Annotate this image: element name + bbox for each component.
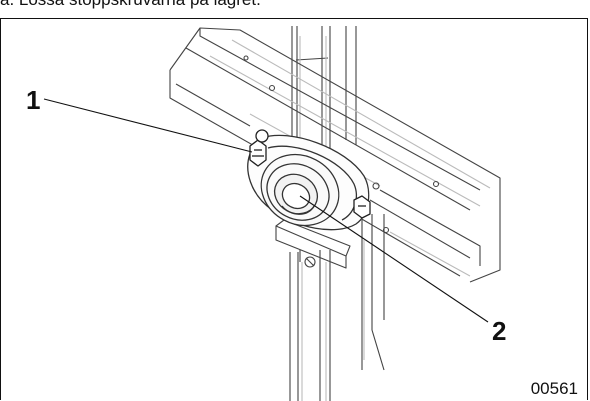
callout-label-1: 1 — [26, 85, 41, 115]
set-screw — [249, 139, 267, 167]
figure-code: 00561 — [530, 379, 578, 398]
leader-line-2 — [299, 195, 489, 323]
leader-lines — [43, 98, 489, 323]
caption-text: a. Lossa stoppskruvarna på lagret. — [0, 0, 261, 9]
figure-frame — [0, 18, 588, 400]
flange-bolts — [255, 129, 371, 219]
horizontal-beam — [169, 27, 501, 283]
mounting-bracket — [275, 219, 351, 269]
callout-label-2: 2 — [492, 316, 507, 346]
leader-line-1 — [43, 98, 253, 153]
vertical-post-lower — [289, 214, 385, 401]
